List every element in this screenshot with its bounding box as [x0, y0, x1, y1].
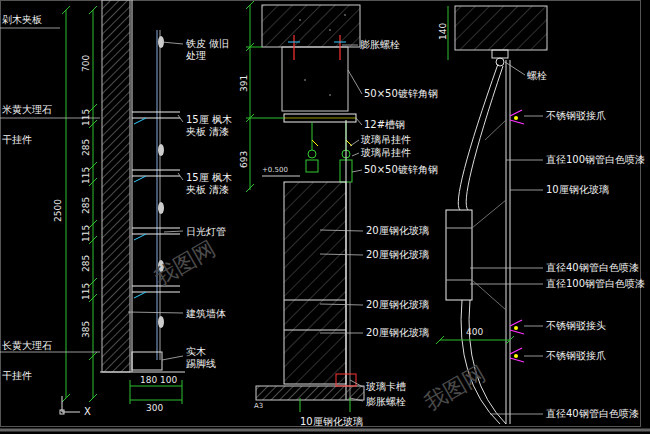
- callout-text: 15厘 枫木夹板 清漆: [186, 172, 234, 196]
- dimension: 693: [238, 151, 250, 168]
- callout-text: 不锈钢驳接头: [546, 320, 606, 332]
- dimension: 700: [80, 55, 92, 72]
- dimension: 115: [80, 225, 92, 242]
- callout-text: 20厘钢化玻璃: [366, 225, 429, 237]
- level-mark: +0.500: [262, 166, 288, 174]
- callout-text: 剁木夹板: [2, 14, 42, 26]
- callout-text: 12#槽钢: [364, 119, 405, 131]
- callout-text: 50×50镀锌角钢: [364, 88, 438, 100]
- callout-text: 铁皮 做旧处理: [186, 38, 234, 62]
- callout-text: 15厘 枫木夹板 清漆: [186, 114, 234, 138]
- callout-text: X: [84, 406, 91, 418]
- callout-text: 干挂件: [2, 370, 32, 382]
- dimension: 300: [146, 402, 163, 414]
- dimension: 400: [466, 326, 483, 338]
- dimension: 2500: [52, 199, 64, 222]
- callout-text: 玻璃吊挂件: [361, 134, 411, 146]
- callout-text: 干挂件: [2, 134, 32, 146]
- callout-text: 20厘钢化玻璃: [366, 327, 429, 339]
- dimension: 385: [80, 321, 92, 338]
- callout-text: 不锈钢驳接爪: [546, 350, 606, 362]
- callout-text: 10厘钢化玻璃: [546, 184, 609, 196]
- callout-text: 膨胀螺栓: [360, 39, 400, 51]
- callout-text: 直径100钢管白色喷漆: [546, 154, 645, 166]
- callout-text: 螺栓: [527, 70, 547, 82]
- callout-text: 玻璃吊挂件: [361, 147, 411, 159]
- callout-text: 50×50镀锌角钢: [364, 164, 438, 176]
- callout-text: 直径40钢管白色喷漆: [546, 262, 639, 274]
- watermark: 我图网: [420, 362, 489, 416]
- callout-text: 膨胀螺栓: [366, 396, 406, 408]
- dimension: 100: [160, 374, 177, 386]
- dimension: 140: [437, 23, 449, 40]
- dimension: 285: [80, 197, 92, 214]
- dimension: 285: [80, 139, 92, 156]
- callout-text: 长黄大理石: [2, 340, 52, 352]
- dimension: 180: [140, 374, 157, 386]
- dimension: 115: [80, 109, 92, 126]
- callout-text: 10厘钢化玻璃: [300, 416, 363, 428]
- callout-text: 实木 踢脚线: [186, 346, 218, 370]
- dimension: 391: [238, 75, 250, 92]
- callout-text: 玻璃卡槽: [366, 381, 406, 393]
- callout-text: 20厘钢化玻璃: [366, 299, 429, 311]
- callout-text: 建筑墙体: [186, 308, 226, 320]
- callout-text: 直径100钢管白色喷漆: [546, 278, 645, 290]
- callout-text: 不锈钢驳接爪: [546, 110, 606, 122]
- callout-text: 直径40钢管白色喷漆: [546, 408, 639, 420]
- callout-text: 20厘钢化玻璃: [366, 249, 429, 261]
- dimension: 115: [80, 167, 92, 184]
- callout-text: 米黄大理石: [2, 104, 52, 116]
- dimension: 285: [80, 255, 92, 272]
- dimension: 115: [80, 283, 92, 300]
- level-mark: A3: [254, 402, 263, 410]
